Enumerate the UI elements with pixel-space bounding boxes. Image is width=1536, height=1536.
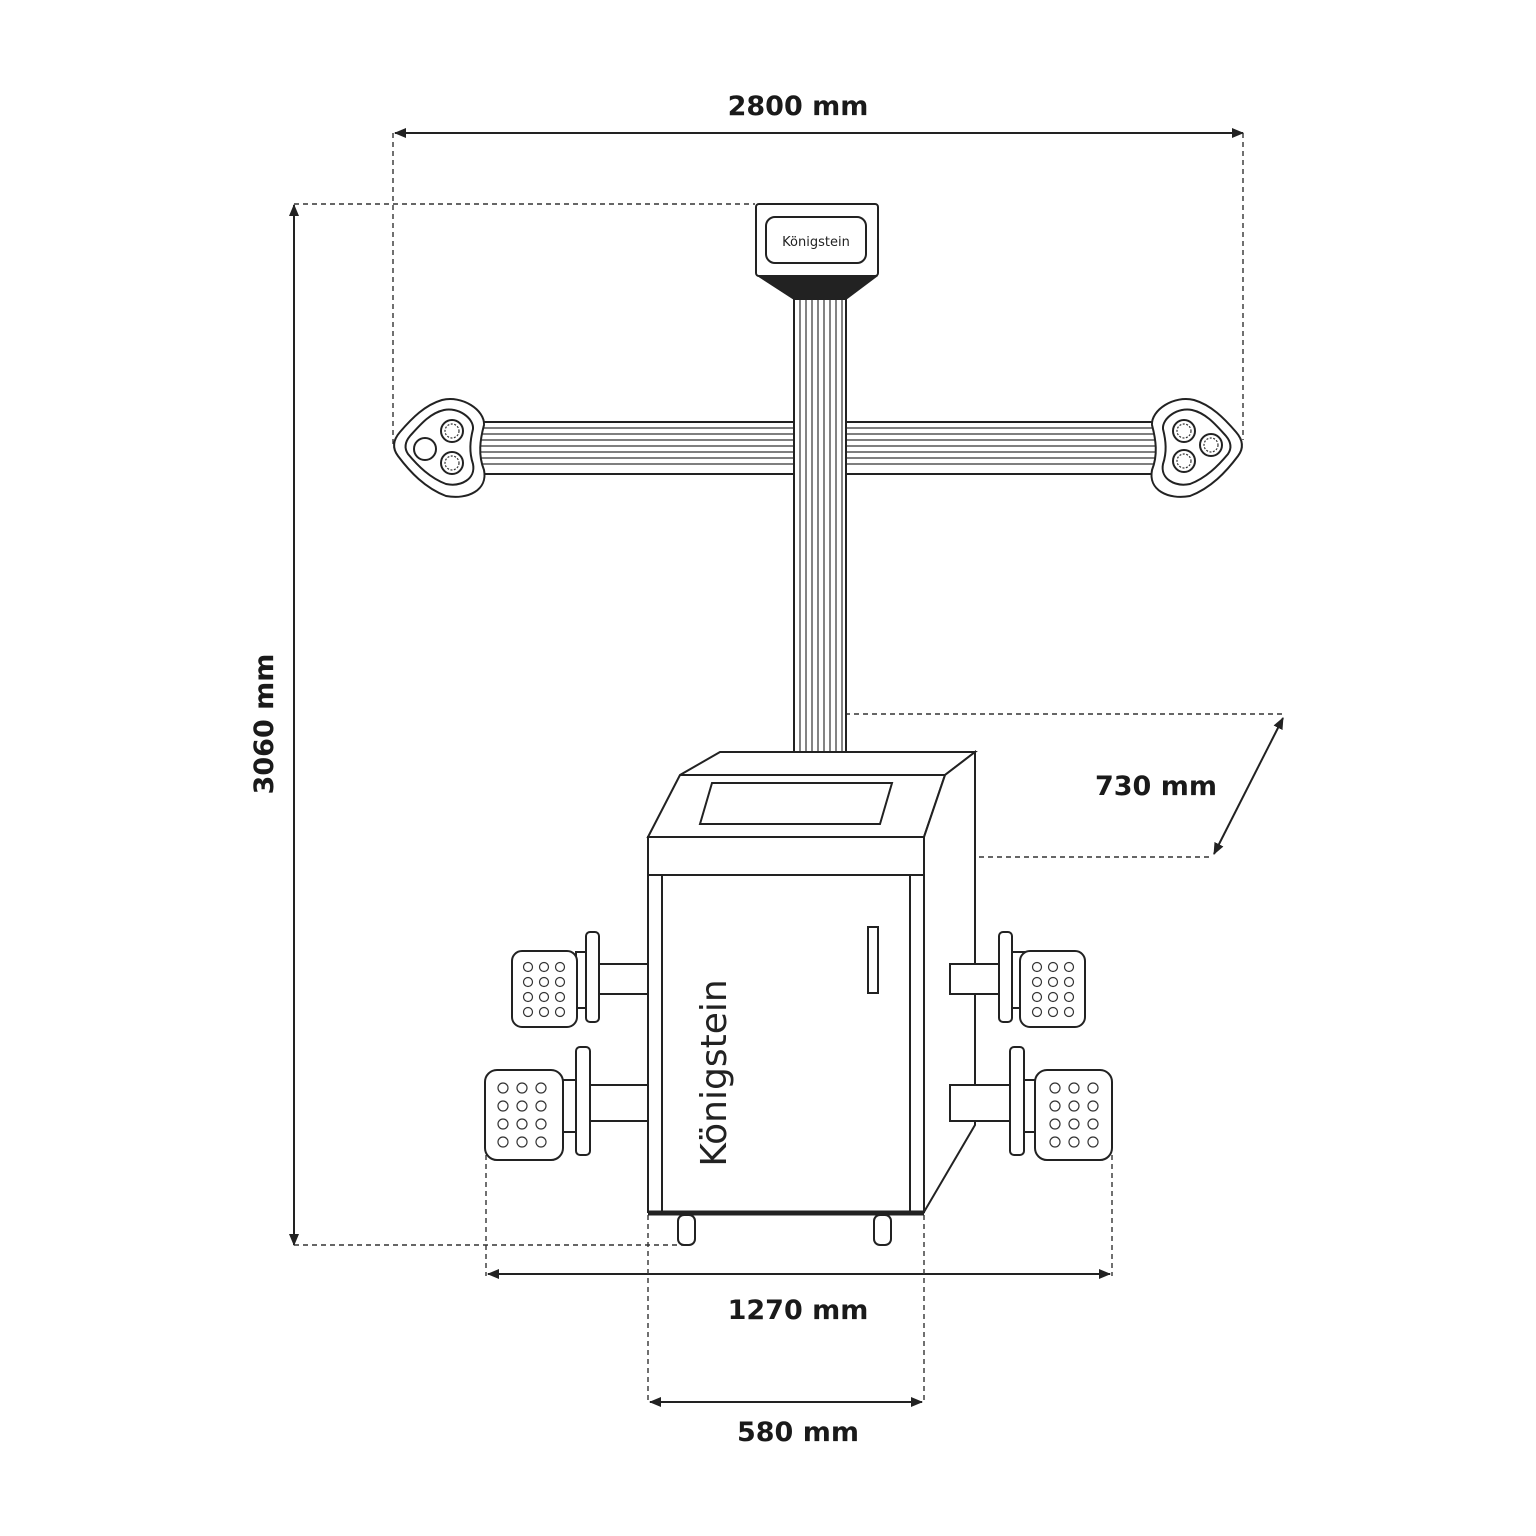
dimension-depth: 730 mm bbox=[845, 713, 1285, 858]
dimension-width-total: 2800 mm bbox=[392, 91, 1244, 445]
cabinet: Königstein bbox=[646, 749, 978, 1246]
camera-pod-left bbox=[393, 398, 486, 498]
column bbox=[793, 275, 847, 754]
door-handle bbox=[867, 926, 879, 994]
dimension-cabinet-width: 580 mm bbox=[647, 1215, 925, 1448]
dimension-wheel-width: 1270 mm bbox=[485, 1155, 1113, 1326]
camera-lens-icon bbox=[440, 419, 464, 443]
camera-lens-icon bbox=[1172, 419, 1196, 443]
dimension-height-total: 3060 mm bbox=[249, 203, 755, 1246]
clamp-holder-left-lower bbox=[484, 1046, 649, 1161]
clamp-holder-left-upper bbox=[511, 931, 649, 1028]
camera-lens-icon bbox=[440, 451, 464, 475]
camera-lens-icon bbox=[1199, 433, 1223, 457]
clamp-holder-right-lower bbox=[949, 1046, 1113, 1161]
clamp-holder-right-upper bbox=[949, 931, 1086, 1028]
camera-pod-right bbox=[1150, 398, 1243, 498]
monitor-screen bbox=[698, 782, 894, 825]
cabinet-brand-logo: Königstein bbox=[694, 979, 735, 1166]
camera-lens-icon bbox=[1172, 449, 1196, 473]
cabinet-foot bbox=[873, 1214, 892, 1246]
dimension-label-wheel-width: 1270 mm bbox=[728, 1295, 869, 1326]
dimension-label-depth: 730 mm bbox=[1095, 771, 1217, 802]
camera-lens-icon bbox=[413, 437, 437, 461]
cabinet-foot bbox=[677, 1214, 696, 1246]
dimension-label-height-total: 3060 mm bbox=[249, 654, 280, 795]
dimension-label-cabinet-width: 580 mm bbox=[737, 1417, 859, 1448]
dimension-label-width-total: 2800 mm bbox=[728, 91, 869, 122]
head-brand-logo: Königstein bbox=[782, 235, 850, 250]
top-head: Königstein bbox=[755, 203, 879, 300]
